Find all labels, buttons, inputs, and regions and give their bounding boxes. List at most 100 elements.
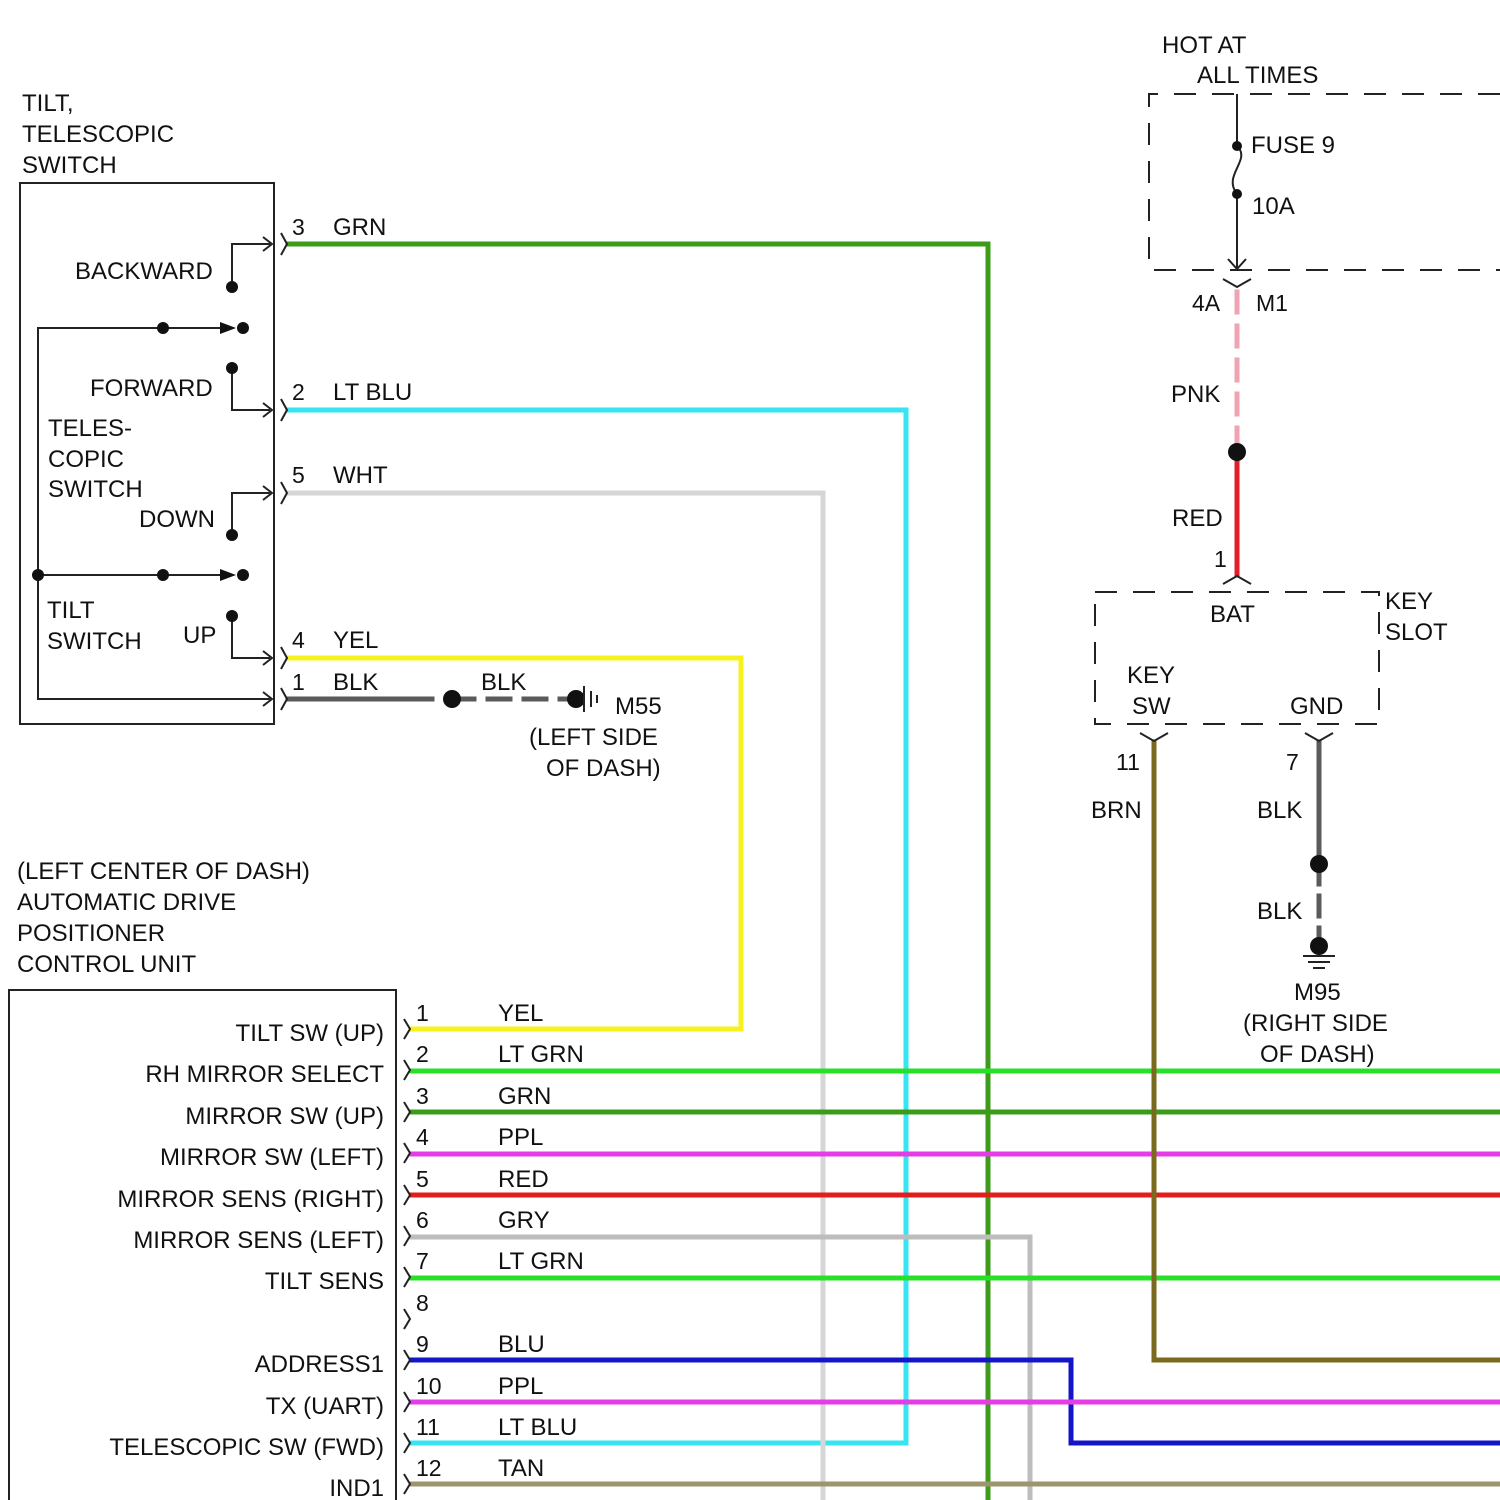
m95-location-2: OF DASH) bbox=[1260, 1041, 1375, 1068]
pnk-wire-label: PNK bbox=[1171, 381, 1220, 408]
connector-chevron-icon bbox=[404, 1350, 410, 1370]
m55-id: M55 bbox=[615, 693, 662, 720]
control-unit-pin-number: 5 bbox=[416, 1166, 429, 1192]
gnd-wire-color-2: BLK bbox=[1257, 898, 1302, 925]
tilt-junction-dot bbox=[32, 569, 44, 581]
control-unit-pin-wire-color: RED bbox=[498, 1166, 549, 1193]
control-unit-pin-wire-color: PPL bbox=[498, 1373, 543, 1400]
control-unit-title-4: CONTROL UNIT bbox=[17, 951, 196, 978]
telescopic-label-2: COPIC bbox=[48, 446, 124, 473]
control-unit-pin-wire-color: PPL bbox=[498, 1124, 543, 1151]
connector-chevron-icon bbox=[404, 1226, 410, 1246]
m1-connector-id: M1 bbox=[1256, 290, 1288, 316]
hot-at-label-1: HOT AT bbox=[1162, 32, 1247, 59]
connector-chevron-icon bbox=[281, 233, 287, 255]
gnd-pin: 7 bbox=[1286, 749, 1299, 775]
telescopic-wiper-arrow-icon bbox=[220, 322, 236, 334]
tilt-switch-title-1: TILT, bbox=[22, 90, 74, 117]
connector-chevron-icon bbox=[281, 647, 287, 669]
control-unit-pin-label: TX (UART) bbox=[266, 1393, 384, 1420]
control-unit-title-3: POSITIONER bbox=[17, 920, 165, 947]
bat-label: BAT bbox=[1210, 601, 1255, 628]
connector-chevron-icon bbox=[404, 1185, 410, 1205]
tilt-telescopic-switch: TILT, TELESCOPIC SWITCH BACKWARD FORWARD… bbox=[20, 90, 412, 724]
connector-chevron-icon bbox=[404, 1267, 410, 1287]
tilt-pin-number: 5 bbox=[292, 462, 305, 488]
fuse-box-outline bbox=[1149, 94, 1500, 270]
red-wire-label: RED bbox=[1172, 505, 1223, 532]
ground-m55: BLK M55 (LEFT SIDE OF DASH) bbox=[443, 669, 662, 782]
tilt-pin-wire-color: LT BLU bbox=[333, 379, 412, 406]
connector-chevron-icon bbox=[404, 1392, 410, 1412]
connector-chevron-icon bbox=[281, 482, 287, 504]
key-slot-title-2: SLOT bbox=[1385, 619, 1448, 646]
tilt-pin-wire-color: YEL bbox=[333, 627, 378, 654]
control-unit-pin-wire-color: YEL bbox=[498, 1000, 543, 1027]
fuse-block: HOT AT ALL TIMES FUSE 9 10A 4A M1 PNK RE… bbox=[1149, 32, 1500, 532]
key-slot-title-1: KEY bbox=[1385, 588, 1433, 615]
control-unit-pin-wire-color: LT BLU bbox=[498, 1414, 577, 1441]
backward-contact-dot bbox=[226, 281, 238, 293]
m1-connector-chevron-icon bbox=[1223, 279, 1251, 287]
control-unit-pin-wire-color: BLU bbox=[498, 1331, 545, 1358]
control-unit-pin-label: TILT SW (UP) bbox=[236, 1020, 384, 1047]
control-unit-pin-label: MIRROR SENS (RIGHT) bbox=[117, 1186, 384, 1213]
up-label: UP bbox=[183, 622, 216, 649]
bat-pin: 1 bbox=[1214, 546, 1227, 572]
control-unit-pin-number: 11 bbox=[416, 1414, 440, 1440]
control-unit-pin-number: 9 bbox=[416, 1331, 429, 1357]
fuse-terminal-dot bbox=[1232, 189, 1242, 199]
telescopic-label-1: TELES- bbox=[48, 415, 132, 442]
backward-label: BACKWARD bbox=[75, 258, 213, 285]
connector-chevron-icon bbox=[404, 1102, 410, 1122]
connector-chevron-icon bbox=[404, 1433, 410, 1453]
control-unit-title-1: (LEFT CENTER OF DASH) bbox=[17, 858, 310, 885]
down-contact-dot bbox=[226, 529, 238, 541]
tilt-wiper-dot bbox=[237, 569, 249, 581]
control-unit-title-2: AUTOMATIC DRIVE bbox=[17, 889, 236, 916]
tilt-switch-title-2: TELESCOPIC bbox=[22, 121, 174, 148]
telescopic-wiper-dot bbox=[237, 322, 249, 334]
key-sw-wire-color: BRN bbox=[1091, 797, 1142, 824]
fuse-terminal-dot bbox=[1232, 141, 1242, 151]
telescopic-label-3: SWITCH bbox=[48, 476, 143, 503]
m1-pin: 4A bbox=[1192, 290, 1221, 316]
control-unit-pin-label: TELESCOPIC SW (FWD) bbox=[109, 1434, 384, 1461]
connector-chevron-icon bbox=[281, 399, 287, 421]
up-contact-dot bbox=[226, 610, 238, 622]
control-unit-pin-label: MIRROR SENS (LEFT) bbox=[133, 1227, 384, 1254]
m95-location-1: (RIGHT SIDE bbox=[1243, 1010, 1388, 1037]
wire-yel-tilt-4 bbox=[288, 658, 741, 1029]
control-unit-pin-number: 3 bbox=[416, 1083, 429, 1109]
control-unit-pin-number: 8 bbox=[416, 1290, 429, 1316]
control-unit-pin-label: MIRROR SW (LEFT) bbox=[160, 1144, 384, 1171]
tilt-switch-title-3: SWITCH bbox=[22, 152, 117, 179]
control-unit-pin-label: TILT SENS bbox=[265, 1268, 384, 1295]
connector-chevron-icon bbox=[404, 1474, 410, 1494]
ground-m95: M95 (RIGHT SIDE OF DASH) bbox=[1243, 937, 1388, 1068]
control-unit-pin-wire-color: GRY bbox=[498, 1207, 550, 1234]
tilt-pin-number: 4 bbox=[292, 627, 305, 653]
key-sw-pin: 11 bbox=[1116, 749, 1140, 775]
tilt-label-2: SWITCH bbox=[47, 628, 142, 655]
control-unit-pin-label: RH MIRROR SELECT bbox=[145, 1061, 384, 1088]
forward-label: FORWARD bbox=[90, 375, 213, 402]
ground-point-dot bbox=[567, 690, 585, 708]
fuse-icon bbox=[1233, 146, 1242, 194]
tilt-switch-connector bbox=[281, 233, 287, 710]
gnd-label: GND bbox=[1290, 693, 1343, 720]
telescopic-pivot-dot bbox=[157, 322, 169, 334]
control-unit-pin-wire-color: GRN bbox=[498, 1083, 551, 1110]
tilt-pin-number: 3 bbox=[292, 214, 305, 240]
control-unit-pin-label: IND1 bbox=[329, 1475, 384, 1500]
control-unit-pin-number: 7 bbox=[416, 1248, 429, 1274]
control-unit-pin-number: 1 bbox=[416, 1000, 429, 1026]
tilt-pin-wire-color: GRN bbox=[333, 214, 386, 241]
fuse-name: FUSE 9 bbox=[1251, 132, 1335, 159]
m55-location-1: (LEFT SIDE bbox=[529, 724, 658, 751]
control-unit-pin-number: 6 bbox=[416, 1207, 429, 1233]
control-unit-pin-wire-color: LT GRN bbox=[498, 1041, 584, 1068]
key-slot: 1 KEY SLOT BAT KEY SW GND 11 BRN 7 BLK B… bbox=[1091, 546, 1448, 925]
splice-dot bbox=[443, 690, 461, 708]
